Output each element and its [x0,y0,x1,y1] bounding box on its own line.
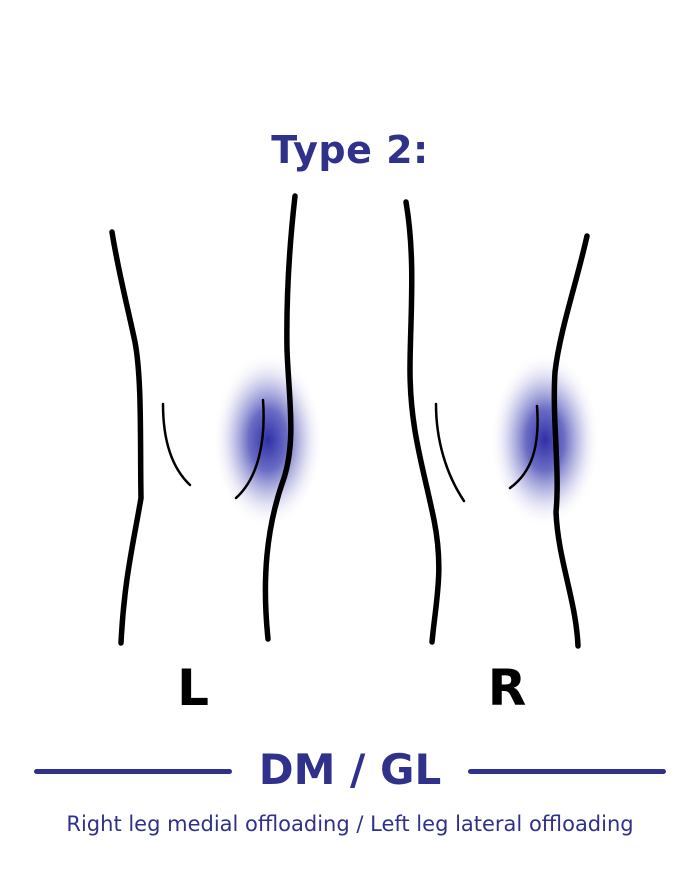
diagram-title: Type 2: [271,128,429,172]
right-leg-medial-crease [434,402,466,503]
offloading-caption: Right leg medial offloading / Left leg l… [66,812,634,836]
divider-left [34,769,232,774]
left-leg-outer-contour [109,229,144,646]
left-leg-pressure-zone [213,352,323,528]
left-leg-inner-contour [262,193,298,642]
left-leg-label: L [177,659,209,717]
left-leg-medial-crease [161,402,192,487]
right-leg-inner-contour [551,233,590,649]
type-code: DM / GL [258,745,442,794]
left-leg [109,193,323,646]
right-leg-lateral-crease [508,404,539,490]
left-leg-lateral-crease [234,398,265,500]
right-leg-outer-contour [403,199,442,645]
right-leg-label: R [487,659,527,717]
right-leg-pressure-zone [490,352,600,528]
divider-right [468,769,666,774]
right-leg [403,199,600,649]
